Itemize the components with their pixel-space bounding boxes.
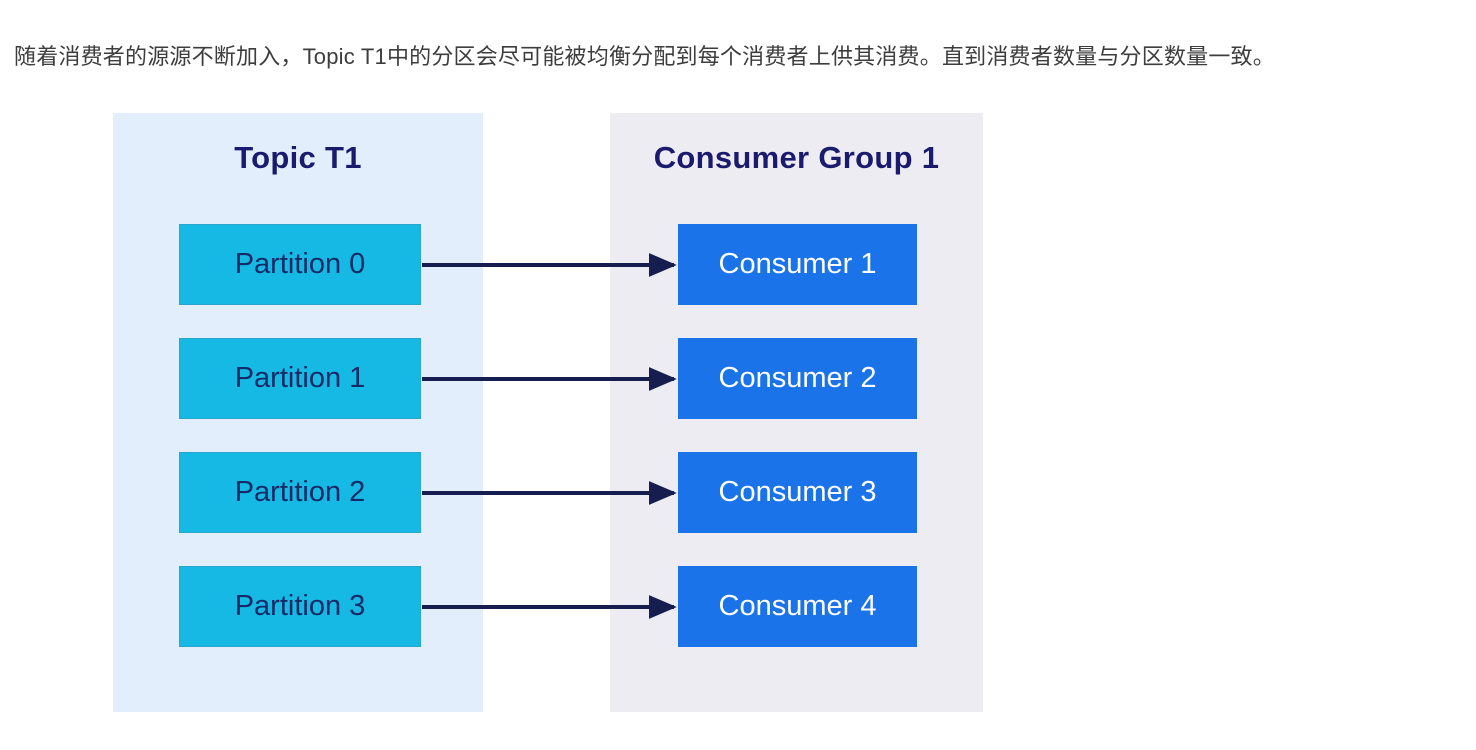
partition-box-0: Partition 0: [179, 224, 421, 305]
topic-panel-title: Topic T1: [234, 140, 362, 175]
partition-box-2: Partition 2: [179, 452, 421, 533]
consumer-box-1: Consumer 2: [678, 338, 917, 419]
consumer-box-0: Consumer 1: [678, 224, 917, 305]
consumer-group-panel-title: Consumer Group 1: [653, 140, 940, 175]
topic-panel: Topic T1 Partition 0 Partition 1 Partiti…: [113, 113, 483, 712]
partition-box-3: Partition 3: [179, 566, 421, 647]
consumer-group-panel: Consumer Group 1 Consumer 1 Consumer 2 C…: [610, 113, 983, 712]
intro-text: 随着消费者的源源不断加入，Topic T1中的分区会尽可能被均衡分配到每个消费者…: [14, 44, 1275, 69]
partition-box-1: Partition 1: [179, 338, 421, 419]
consumer-box-3: Consumer 4: [678, 566, 917, 647]
consumer-box-2: Consumer 3: [678, 452, 917, 533]
